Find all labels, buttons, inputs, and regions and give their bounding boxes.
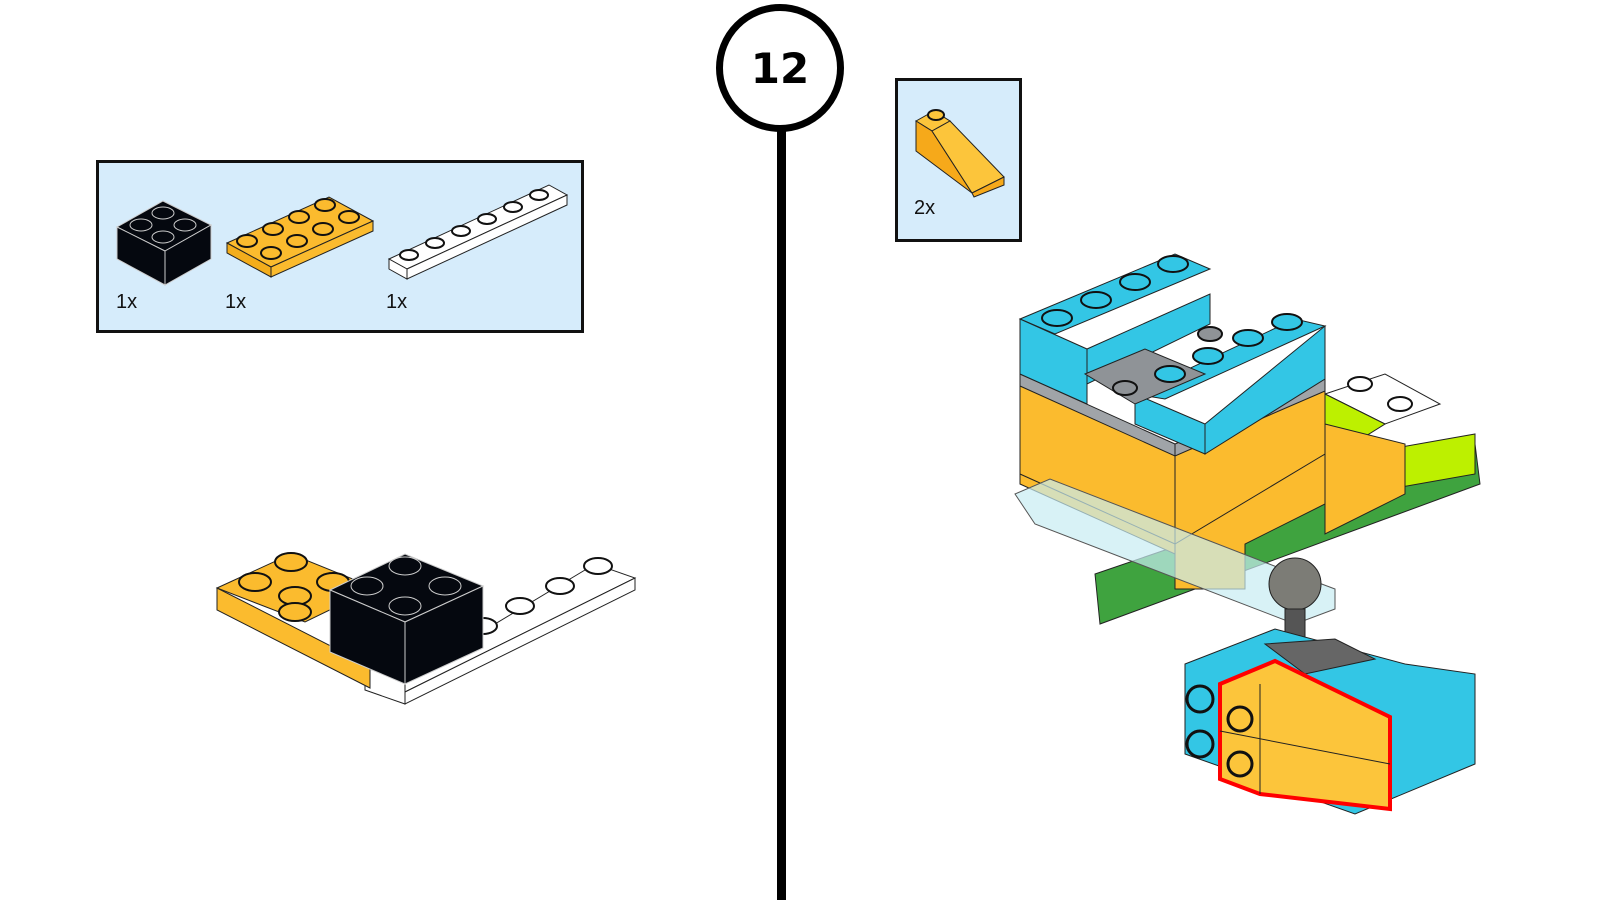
step-number-badge: 12	[716, 4, 844, 132]
subassembly-model	[215, 552, 637, 705]
subassembly-parts-callout: 1x 1x 1x	[96, 160, 584, 333]
white-1x6-plate-icon	[387, 184, 569, 280]
part-quantity: 1x	[116, 291, 138, 313]
part-quantity: 2x	[914, 197, 936, 219]
yellow-2x4-plate-icon	[225, 196, 375, 278]
yellow-slope-icon	[915, 109, 1005, 198]
black-2x2-brick-icon	[115, 200, 213, 286]
part-quantity: 1x	[386, 291, 408, 313]
new-slope-highlight	[1218, 658, 1392, 812]
step-number: 12	[750, 43, 810, 93]
transparent-liftarm	[1014, 478, 1336, 625]
main-model	[1014, 253, 1481, 815]
part-quantity: 1x	[225, 291, 247, 313]
ball-joint	[1268, 557, 1322, 611]
step-divider-line	[777, 130, 786, 900]
main-parts-callout: 2x	[895, 78, 1022, 242]
